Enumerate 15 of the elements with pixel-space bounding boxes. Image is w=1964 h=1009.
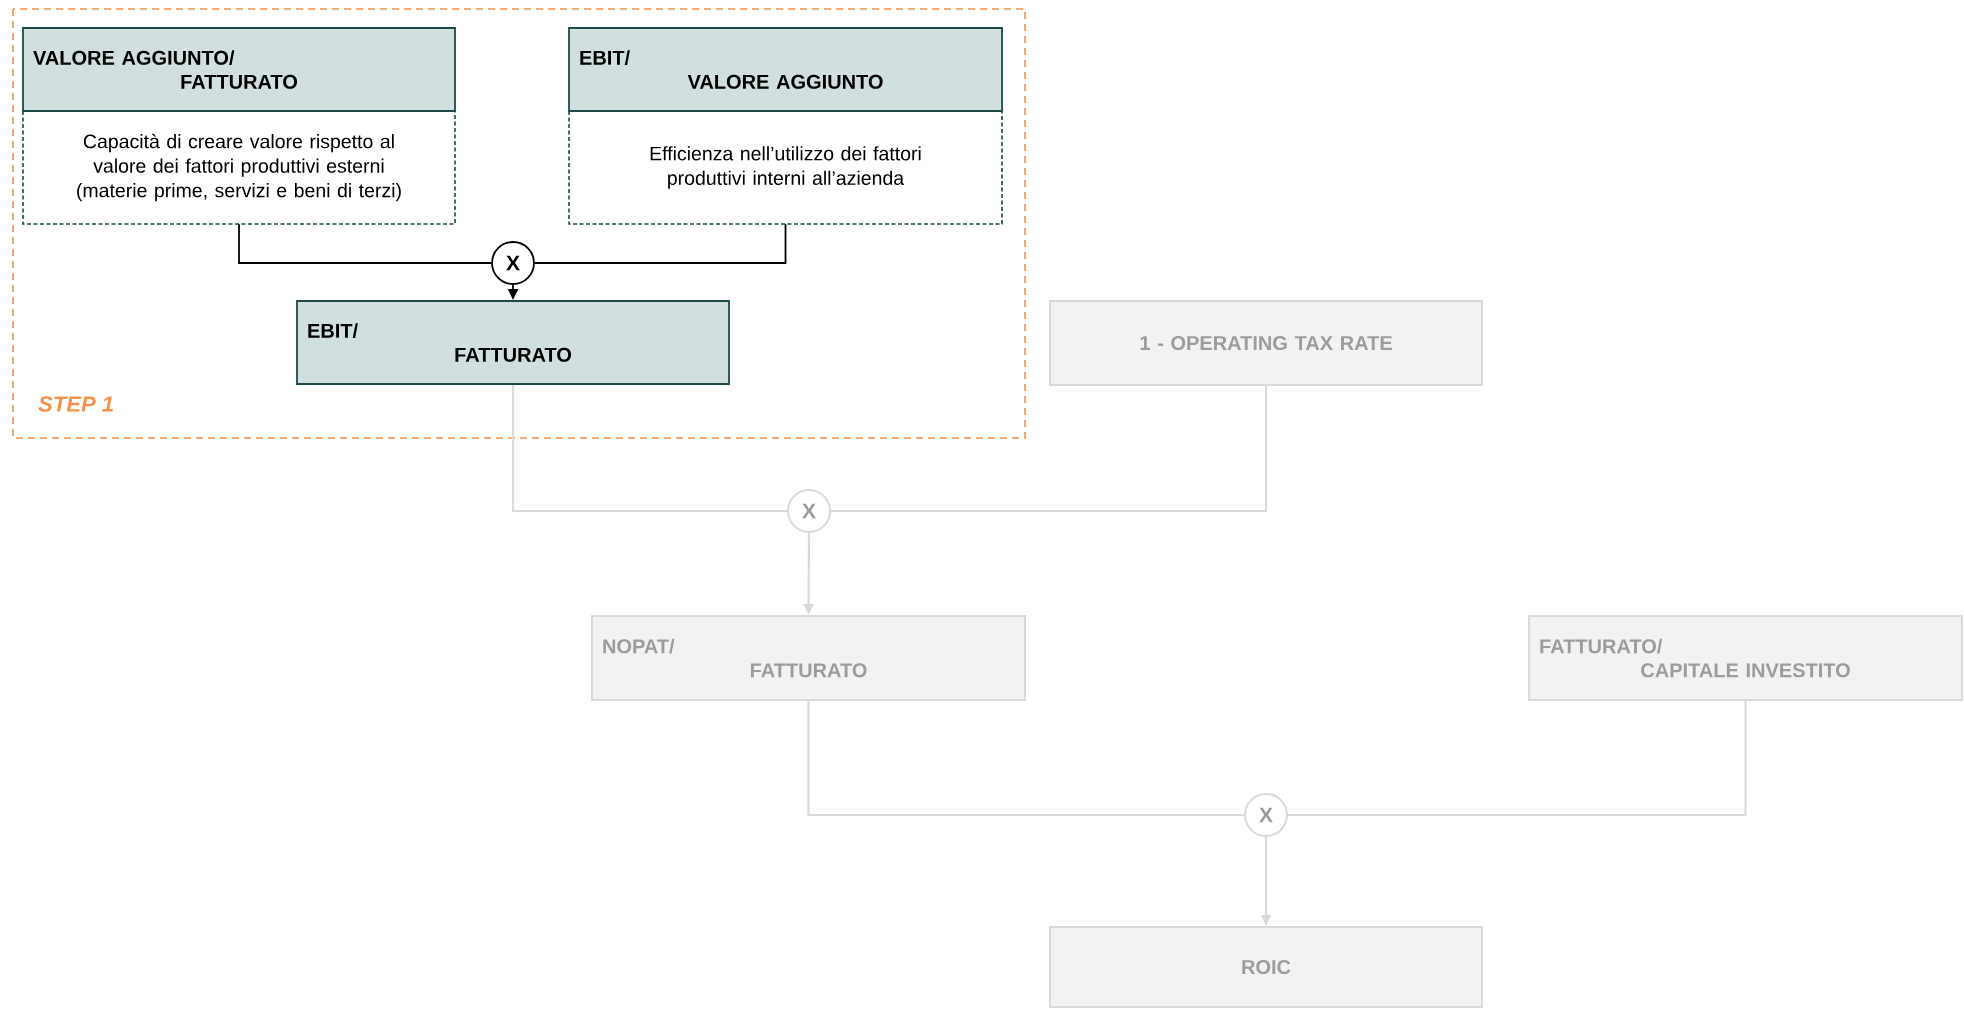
metric-box: EBIT/ FATTURATO (296, 300, 730, 385)
connector-line (511, 384, 787, 513)
connector-line (831, 386, 1268, 513)
metric-card: VALORE AGGIUNTO/ FATTURATO Capacità di creare valore rispetto al valore dei fattori produttivi esterni (materie prime, servizi e beni di terzi) (22, 27, 456, 225)
connector-line (534, 223, 787, 264)
connector-line (807, 701, 1244, 817)
connector-line (1288, 701, 1747, 817)
metric-box: NOPAT/ FATTURATO (591, 615, 1026, 701)
connector-line (238, 223, 492, 264)
node-label: Efficienza nell’utilizzo dei fattori produttivi interni all’azienda (650, 146, 921, 189)
metric-card: EBIT/ VALORE AGGIUNTO Efficienza nell’utilizzo dei fattori produttivi interni all’azienda (568, 27, 1003, 225)
metric-box: ROIC (1049, 926, 1483, 1008)
node-label: Capacità di creare valore rispetto al valore dei fattori produttivi esterni (materie prime, servizi e beni di terzi) (77, 133, 401, 202)
metric-box: FATTURATO/ CAPITALE INVESTITO (1528, 615, 1964, 701)
metric-box: 1 - OPERATING TAX RATE (1049, 300, 1483, 386)
